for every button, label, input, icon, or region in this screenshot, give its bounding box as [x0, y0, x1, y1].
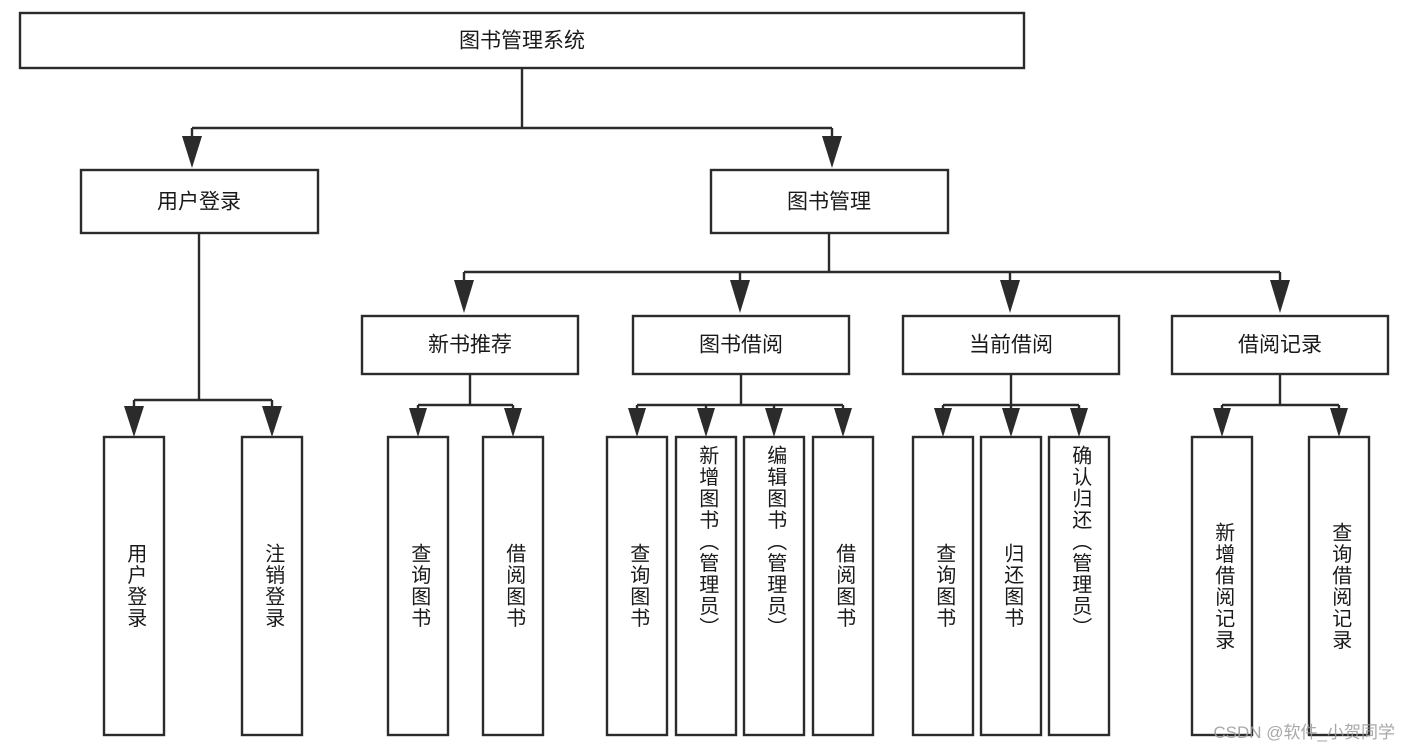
- arrow-head-icon: [262, 406, 282, 437]
- arrow-head-icon: [1270, 280, 1290, 313]
- node-root[interactable]: 图书管理系统: [18, 11, 1026, 70]
- arrow-head-icon: [124, 406, 144, 437]
- leaf-box-current-borrow-0[interactable]: [911, 435, 975, 737]
- arrow-head-icon: [1330, 408, 1348, 437]
- connector-book-management-to-level3: [454, 233, 1290, 313]
- connector-borrow-record-to-leaves: [1213, 374, 1348, 437]
- arrow-head-icon: [182, 136, 202, 168]
- csdn-watermark: CSDN @软件_小贺同学: [1213, 723, 1395, 742]
- connector-book-borrow-to-leaves: [628, 374, 852, 437]
- node-current-borrow-box[interactable]: [901, 314, 1121, 376]
- node-new-book-recommend-label: 新书推荐: [428, 334, 512, 357]
- leaf-box-borrow-record-0[interactable]: [1190, 435, 1254, 737]
- arrow-head-icon: [1002, 408, 1020, 437]
- node-book-management[interactable]: 图书管理: [709, 168, 950, 235]
- arrow-head-icon: [822, 136, 842, 168]
- arrow-head-icon: [1000, 280, 1020, 313]
- node-current-borrow[interactable]: 当前借阅: [901, 314, 1121, 376]
- node-new-book-recommend[interactable]: 新书推荐: [360, 314, 580, 376]
- arrow-head-icon: [504, 408, 522, 437]
- node-new-book-recommend-box[interactable]: [360, 314, 580, 376]
- node-book-borrow[interactable]: 图书借阅: [631, 314, 851, 376]
- node-borrow-record[interactable]: 借阅记录: [1170, 314, 1390, 376]
- leaf-box-book-borrow-1[interactable]: [674, 435, 738, 737]
- node-borrow-record-label: 借阅记录: [1238, 334, 1322, 357]
- leaf-box-current-borrow-2[interactable]: [1047, 435, 1111, 737]
- node-user-login-label: 用户登录: [157, 191, 241, 214]
- arrow-head-icon: [1213, 408, 1231, 437]
- arrow-head-icon: [834, 408, 852, 437]
- leaf-box-book-borrow-2[interactable]: [742, 435, 806, 737]
- arrow-head-icon: [409, 408, 427, 437]
- leaf-box-book-borrow-0[interactable]: [605, 435, 669, 737]
- node-user-login[interactable]: 用户登录: [79, 168, 320, 235]
- node-root-label: 图书管理系统: [459, 30, 585, 53]
- node-root-box[interactable]: [18, 11, 1026, 70]
- arrow-head-icon: [1070, 408, 1088, 437]
- leaf-box-new-book-1[interactable]: [481, 435, 545, 737]
- connector-root-to-level2: [182, 68, 842, 168]
- arrow-head-icon: [730, 280, 750, 313]
- leaf-box-book-borrow-3[interactable]: [811, 435, 875, 737]
- connector-current-borrow-to-leaves: [934, 374, 1088, 437]
- node-current-borrow-label: 当前借阅: [969, 334, 1053, 357]
- leaf-box-borrow-record-1[interactable]: [1307, 435, 1371, 737]
- connector-user-login-to-leaves: [124, 233, 282, 437]
- leaf-box-current-borrow-1[interactable]: [979, 435, 1043, 737]
- leaf-box-user-login-1[interactable]: [240, 435, 304, 737]
- leaf-box-new-book-0[interactable]: [386, 435, 450, 737]
- arrow-head-icon: [765, 408, 783, 437]
- node-book-management-label: 图书管理: [787, 191, 871, 214]
- node-book-borrow-label: 图书借阅: [699, 334, 783, 357]
- node-user-login-box[interactable]: [79, 168, 320, 235]
- leaf-box-user-login-0[interactable]: [102, 435, 166, 737]
- connector-new-book-recommend-to-leaves: [409, 374, 522, 437]
- arrow-head-icon: [628, 408, 646, 437]
- arrow-head-icon: [454, 280, 474, 313]
- arrow-head-icon: [934, 408, 952, 437]
- arrow-head-icon: [697, 408, 715, 437]
